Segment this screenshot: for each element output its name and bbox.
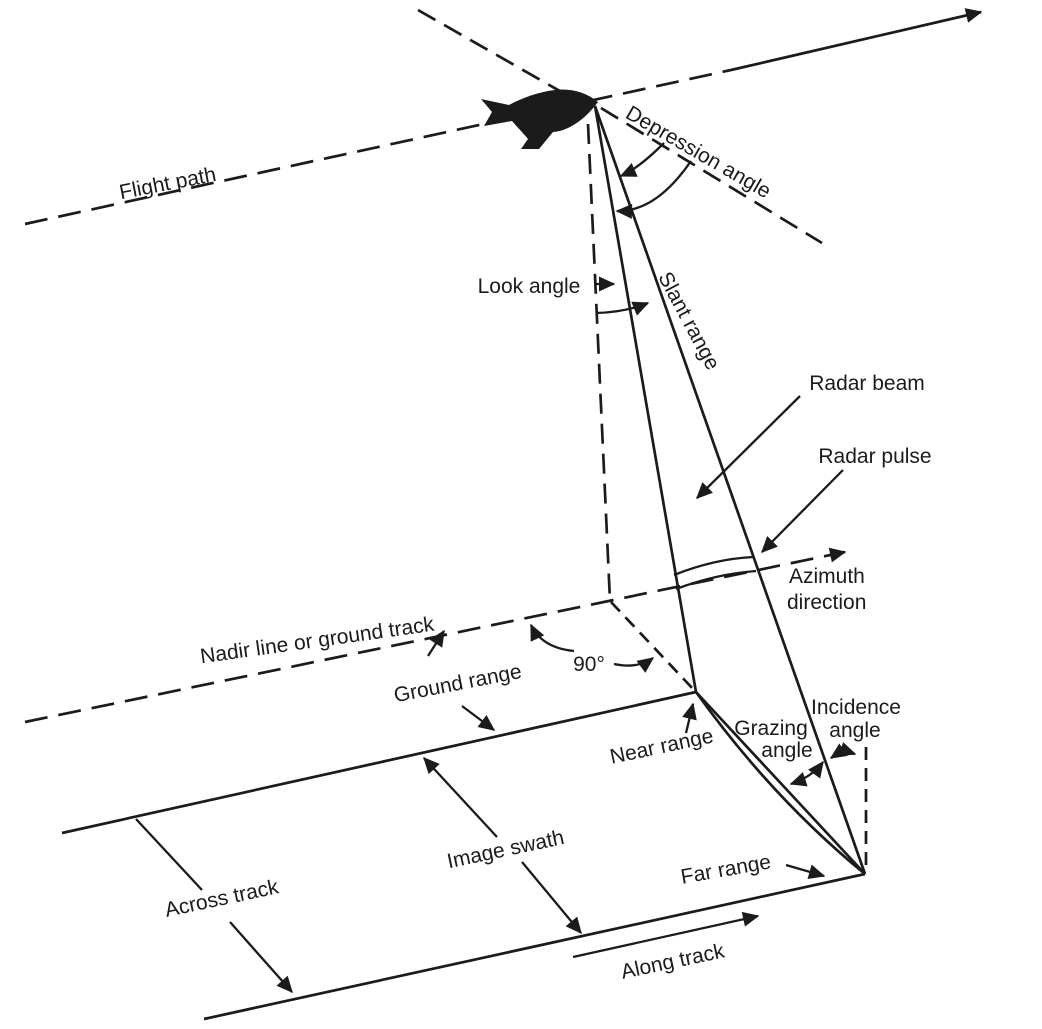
flight-path-solid-line [730, 8, 983, 72]
incidence-angle-arc [829, 742, 857, 759]
depression-reference-dashed-line-right [600, 106, 823, 245]
incidence-angle-label-line1: Incidence [811, 696, 901, 719]
far-range-arrow [785, 863, 826, 880]
swath-bottom-edge-line [203, 872, 866, 1021]
ground-range-arrow-lower [461, 705, 496, 731]
beam-near-edge-line [593, 105, 698, 693]
grazing-angle-arc [789, 760, 824, 787]
along-track-label: Along track [619, 939, 727, 983]
across-track-label: Across track [163, 875, 281, 922]
azimuth-direction-label-line2: direction [787, 591, 866, 614]
aircraft-icon [481, 89, 598, 149]
grazing-angle-label-line2: angle [761, 739, 812, 762]
azimuth-direction-label-line1: Azimuth [789, 565, 865, 588]
image-swath-arrow-bottom [521, 861, 582, 935]
radar-pulse-pointer-arrow [761, 469, 844, 553]
look-angle-arc [595, 301, 650, 316]
image-swath-label: Image swath [445, 826, 566, 873]
depression-angle-arc-outer [615, 160, 692, 219]
depression-reference-dashed-line-left [417, 8, 573, 100]
ground-sliver-line-upper [695, 691, 866, 875]
right-angle-label: 90° [573, 653, 605, 676]
beam-far-edge-line [593, 105, 867, 875]
incidence-angle-label-line2: angle [829, 719, 880, 742]
look-angle-label: Look angle [478, 275, 581, 298]
flight-path-dashed-line [24, 68, 732, 226]
across-track-arrow [229, 921, 293, 994]
near-range-arrow [682, 702, 697, 734]
grazing-angle-label-line1: Grazing [734, 717, 808, 740]
radar-beam-pointer-arrow [696, 395, 801, 499]
right-angle-arc-left [529, 623, 575, 653]
depression-angle-arc-inner [619, 142, 665, 178]
slant-range-label: Slant range [653, 268, 724, 374]
nadir-vertical-dashed-line [586, 123, 612, 602]
image-swath-arrow-top [423, 756, 498, 838]
far-range-label: Far range [679, 850, 773, 888]
ground-range-label: Ground range [392, 660, 524, 707]
near-range-label: Near range [608, 724, 716, 768]
along-track-arrow [572, 911, 760, 959]
radar-pulse-wavefront-arc-2 [675, 569, 757, 591]
nadir-ground-track-label: Nadir line or ground track [199, 613, 436, 669]
radar-pulse-label: Radar pulse [818, 445, 931, 468]
across-track-line [135, 818, 203, 891]
radar-beam-label: Radar beam [809, 372, 925, 395]
depression-angle-label: Depression angle [622, 102, 775, 204]
flight-path-label: Flight path [117, 163, 218, 204]
radar-pulse-wavefront-arc-1 [673, 555, 754, 577]
ground-range-arrow-upper [427, 629, 445, 657]
right-angle-arc-right [613, 657, 655, 673]
swath-near-edge-line [61, 690, 697, 835]
ground-sliver-line-lower [694, 691, 866, 876]
